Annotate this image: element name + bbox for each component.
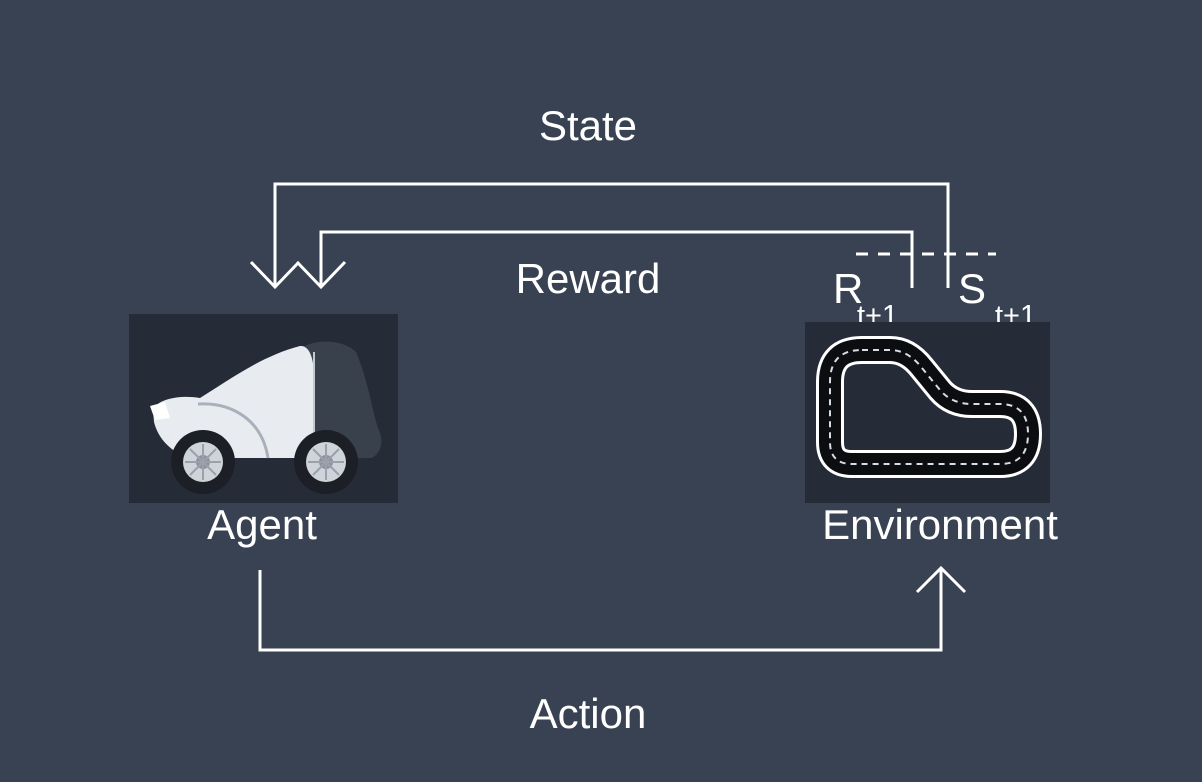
environment-label: Environment bbox=[822, 501, 1058, 548]
state-connector bbox=[249, 182, 950, 290]
state-symbol: S bbox=[958, 265, 986, 312]
action-arrowhead-icon bbox=[915, 565, 967, 594]
state-arrowhead-icon bbox=[249, 260, 301, 290]
front-wheel-icon bbox=[171, 430, 235, 494]
state-label: State bbox=[539, 102, 637, 149]
race-car-icon bbox=[129, 314, 398, 503]
action-connector bbox=[258, 565, 967, 652]
reward-label: Reward bbox=[516, 255, 661, 302]
reward-connector bbox=[295, 230, 914, 290]
car-panel-line bbox=[197, 402, 270, 459]
reward-symbol: R bbox=[833, 265, 863, 312]
race-track-icon bbox=[805, 322, 1050, 503]
reward-arrowhead-icon bbox=[295, 260, 347, 290]
agent-label: Agent bbox=[207, 501, 317, 548]
car-body bbox=[153, 345, 314, 458]
car-front-wing bbox=[150, 402, 170, 420]
rear-wheel-icon bbox=[294, 430, 358, 494]
track-center-line bbox=[829, 349, 1029, 465]
action-label: Action bbox=[530, 690, 647, 737]
car-rear-shell bbox=[300, 341, 382, 458]
